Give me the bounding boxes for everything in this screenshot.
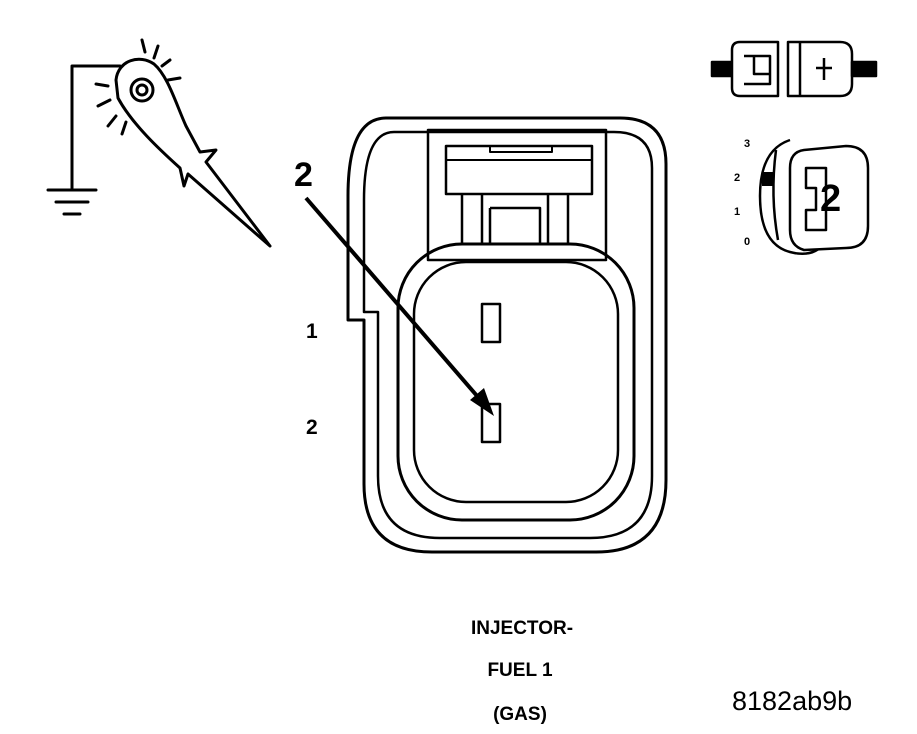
test-light-probe-icon: [70, 38, 272, 248]
locking-tab: [444, 144, 594, 196]
connector-inner-shell: [362, 130, 654, 540]
switch-position-1: 1: [734, 206, 741, 218]
ignition-switch-icon: [758, 138, 870, 255]
mating-face-inner: [412, 260, 620, 504]
switch-selected-position: 2: [820, 178, 842, 220]
switch-position-0: 0: [744, 236, 751, 248]
locking-tab-housing: [426, 128, 608, 262]
terminal-cavity-2: [480, 402, 502, 444]
connector-outer-shell: [346, 116, 668, 554]
pointer-arrow: [304, 196, 494, 416]
caption-line-3: (GAS): [493, 704, 547, 725]
switch-position-indicator: [762, 172, 774, 186]
caption-line-1: INJECTOR-: [470, 618, 574, 639]
connector-face: [346, 116, 668, 554]
ground-symbol-icon: [46, 188, 98, 216]
caption-line-2: FUEL 1: [487, 660, 553, 681]
ground-lead: [70, 64, 122, 190]
pointer-arrow-label: 2: [294, 156, 313, 194]
terminal-cavity-1: [480, 302, 502, 344]
connector-disconnected-icon: [710, 40, 878, 98]
mating-face-outer: [396, 242, 636, 522]
pin-label-2: 2: [306, 416, 318, 439]
pin-label-1: 1: [306, 320, 318, 343]
switch-position-2: 2: [734, 172, 741, 184]
figure-id: 8182ab9b: [732, 686, 853, 716]
switch-position-3: 3: [744, 138, 751, 150]
